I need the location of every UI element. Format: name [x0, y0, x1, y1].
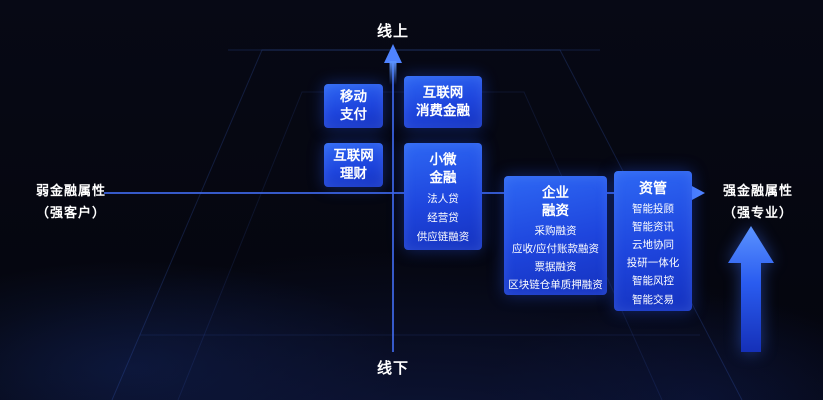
box-corporate-financing: 企业 融资 采购融资 应收/应付账款融资 票据融资 区块链仓单质押融资 — [504, 176, 607, 295]
box-asset-management: 资管 智能投顾 智能资讯 云地协同 投研一体化 智能风控 智能交易 — [614, 171, 692, 311]
box-item: 供应链融资 — [416, 231, 470, 244]
big-up-arrow-icon — [728, 226, 774, 352]
box-item: 法人贷 — [427, 193, 459, 206]
box-title-micro-finance: 小微 金融 — [429, 152, 457, 185]
box-title-internet-consumer-finance: 互联网 消费金融 — [416, 85, 470, 118]
up-arrow-tail — [389, 61, 397, 85]
axis-label-offline: 线下 — [376, 360, 409, 377]
box-item: 区块链仓单质押融资 — [508, 279, 603, 292]
right-arrowhead-icon — [691, 185, 705, 201]
box-micro-finance: 小微 金融 法人贷 经营贷 供应链融资 — [404, 143, 482, 250]
box-item: 投研一体化 — [626, 257, 680, 270]
box-item: 智能资讯 — [632, 221, 674, 234]
box-item: 应收/应付账款融资 — [512, 243, 599, 256]
box-title-mobile-payment: 移动 支付 — [340, 89, 367, 122]
box-title-asset-management: 资管 — [639, 180, 667, 196]
box-item: 经营贷 — [427, 212, 459, 225]
box-item: 云地协同 — [632, 239, 674, 252]
box-internet-consumer-finance: 互联网 消费金融 — [404, 76, 482, 128]
box-item: 智能交易 — [632, 293, 674, 306]
box-item: 票据融资 — [534, 261, 577, 274]
axis-label-strong-finance: 强金融属性 （强专业） — [722, 183, 793, 221]
box-item: 智能投顾 — [632, 203, 674, 216]
axis-label-online: 线上 — [376, 23, 409, 40]
axis-label-weak-finance: 弱金融属性 （强客户） — [35, 183, 106, 221]
box-item: 采购融资 — [534, 225, 577, 238]
box-mobile-payment: 移动 支付 — [324, 84, 383, 128]
box-title-corporate-financing: 企业 融资 — [542, 185, 569, 218]
up-arrowhead-icon — [384, 44, 402, 63]
box-internet-wealth: 互联网 理财 — [324, 143, 383, 187]
box-item: 智能风控 — [632, 275, 674, 288]
box-title-internet-wealth: 互联网 理财 — [333, 148, 374, 181]
